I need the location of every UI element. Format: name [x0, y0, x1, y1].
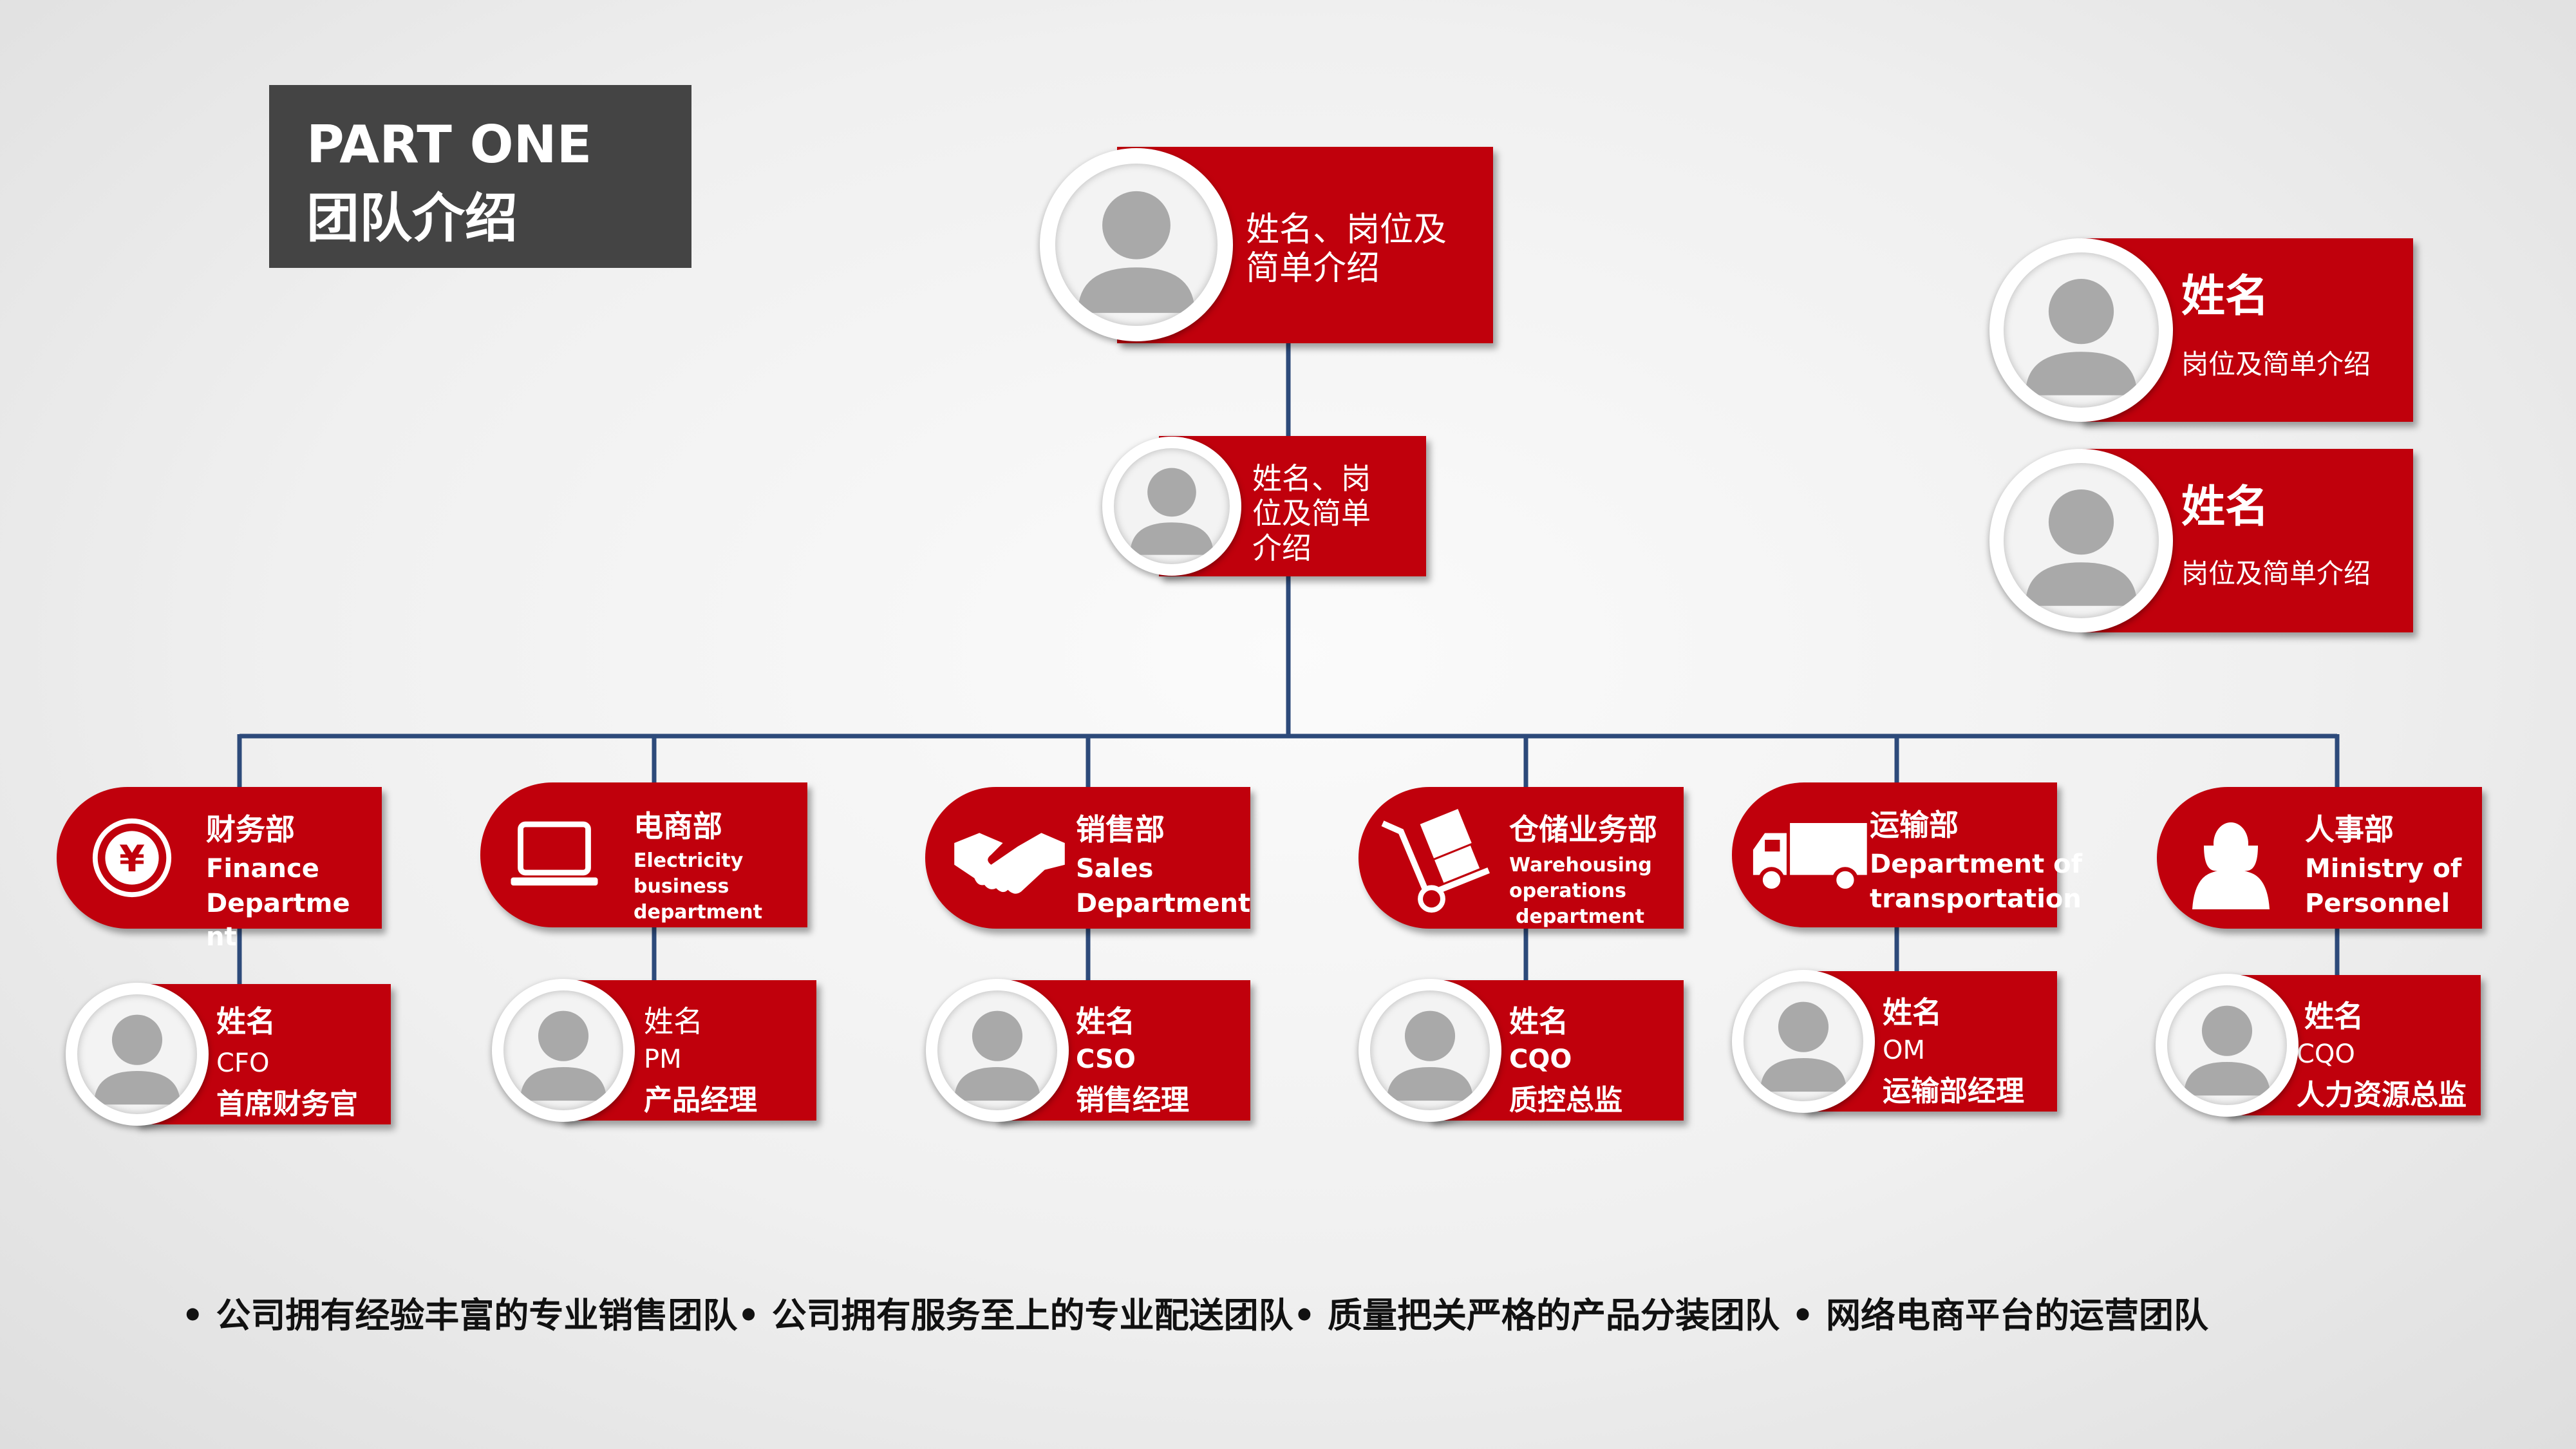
staff-code: CQO — [1509, 1045, 1572, 1074]
staff-role: 首席财务官 — [216, 1088, 358, 1121]
dept-personnel-line2: Personnel — [2305, 889, 2450, 918]
team-summary: • 公司拥有经验丰富的专业销售团队• 公司拥有服务至上的专业配送团队• 质量把关… — [182, 1295, 2209, 1336]
user-icon — [94, 1014, 180, 1105]
staff-role: 销售经理 — [1076, 1084, 1189, 1117]
staff-name: 姓名 — [1509, 1004, 1568, 1039]
side-node-1-name: 姓名 — [2181, 271, 2270, 322]
second-node-text-3: 介绍 — [1252, 531, 1312, 565]
yen-icon: ¥ — [90, 816, 174, 900]
staff-code: CQO — [2297, 1039, 2355, 1069]
dept-finance-line3: nt — [206, 922, 237, 952]
dept-transportation: 运输部 Department of transportation — [1732, 782, 2082, 927]
second-node-text-2: 位及简单 — [1252, 496, 1371, 531]
dept-warehousing: 仓储业务部 Warehousing operations department — [1359, 787, 1684, 929]
staff-avatar-sales — [926, 979, 1069, 1122]
staff-avatar-personnel — [2156, 974, 2299, 1117]
side-node-2-desc: 岗位及简单介绍 — [2181, 558, 2371, 589]
user-icon — [1760, 1001, 1847, 1092]
section-number: PART ONE — [306, 115, 592, 175]
side-node-1-avatar — [1989, 238, 2173, 422]
staff-code: CSO — [1076, 1045, 1136, 1074]
second-node-avatar — [1102, 437, 1241, 576]
dept-finance-title: 财务部 — [206, 812, 295, 847]
staff-avatar-transportation — [1732, 970, 1875, 1113]
staff-code: OM — [1883, 1036, 1925, 1065]
laptop-icon — [506, 815, 603, 898]
user-icon — [2184, 1005, 2270, 1096]
staff-role: 产品经理 — [644, 1084, 757, 1117]
dept-finance-line2: Departme — [206, 889, 350, 918]
dept-sales-line2: Department — [1076, 889, 1251, 918]
dept-warehousing-line3: department — [1516, 905, 1644, 928]
staff-name: 姓名 — [644, 1004, 703, 1039]
truck-icon — [1745, 815, 1874, 898]
dept-sales: 销售部 Sales Department — [925, 787, 1250, 929]
person-icon — [2183, 813, 2279, 909]
dept-ecommerce-line1: Electricity — [634, 849, 744, 872]
top-node-text-1: 姓名、岗位及 — [1246, 211, 1447, 249]
dept-transportation-line1: Department of — [1870, 849, 2083, 879]
staff-code: CFO — [216, 1048, 270, 1078]
dept-warehousing-line1: Warehousing — [1509, 854, 1652, 876]
dept-transportation-line2: transportation — [1870, 884, 2082, 914]
user-icon — [2025, 489, 2138, 606]
dept-ecommerce-title: 电商部 — [634, 809, 722, 844]
dept-transportation-title: 运输部 — [1870, 808, 1959, 842]
dept-ecommerce: 电商部 Electricity business department — [480, 782, 807, 927]
side-node-1-desc: 岗位及简单介绍 — [2181, 348, 2371, 380]
side-node-2-name: 姓名 — [2181, 482, 2270, 533]
staff-code: PM — [644, 1045, 682, 1074]
dept-personnel: 人事部 Ministry of Personnel — [2157, 787, 2482, 929]
dept-ecommerce-line3: department — [634, 901, 762, 923]
staff-name: 姓名 — [216, 1004, 276, 1039]
dept-ecommerce-line2: business — [634, 875, 729, 898]
staff-avatar-ecommerce — [492, 979, 635, 1122]
staff-name: 姓名 — [1076, 1004, 1135, 1039]
section-header: PART ONE 团队介绍 — [269, 85, 691, 268]
staff-avatar-finance — [66, 983, 209, 1126]
dept-personnel-line1: Ministry of — [2305, 854, 2462, 884]
user-icon — [1130, 468, 1214, 555]
staff-role: 质控总监 — [1509, 1084, 1622, 1117]
handshake-icon — [948, 818, 1071, 902]
user-icon — [954, 1010, 1040, 1101]
svg-text:¥: ¥ — [119, 838, 145, 880]
dept-sales-line1: Sales — [1076, 854, 1154, 884]
dept-finance-line1: Finance — [206, 854, 319, 884]
user-icon — [520, 1010, 606, 1101]
hand-truck-icon — [1377, 801, 1499, 917]
side-node-2-avatar — [1989, 449, 2173, 632]
dept-warehousing-title: 仓储业务部 — [1509, 812, 1657, 847]
staff-role: 运输部经理 — [1883, 1075, 2024, 1108]
dept-finance: ¥ 财务部 Finance Departme — [57, 787, 382, 929]
section-title: 团队介绍 — [306, 188, 518, 249]
top-node-avatar — [1040, 148, 1233, 341]
user-icon — [2025, 278, 2138, 395]
second-node-text-1: 姓名、岗 — [1252, 461, 1371, 496]
staff-avatar-warehousing — [1359, 979, 1501, 1122]
dept-warehousing-line2: operations — [1509, 880, 1626, 902]
staff-name: 姓名 — [2304, 999, 2364, 1034]
user-icon — [1387, 1010, 1473, 1101]
dept-sales-title: 销售部 — [1076, 812, 1165, 847]
dept-personnel-title: 人事部 — [2305, 812, 2394, 847]
user-icon — [1078, 191, 1195, 313]
staff-role: 人力资源总监 — [2297, 1079, 2467, 1112]
top-node-text-2: 简单介绍 — [1246, 249, 1380, 288]
staff-name: 姓名 — [1883, 995, 1942, 1030]
